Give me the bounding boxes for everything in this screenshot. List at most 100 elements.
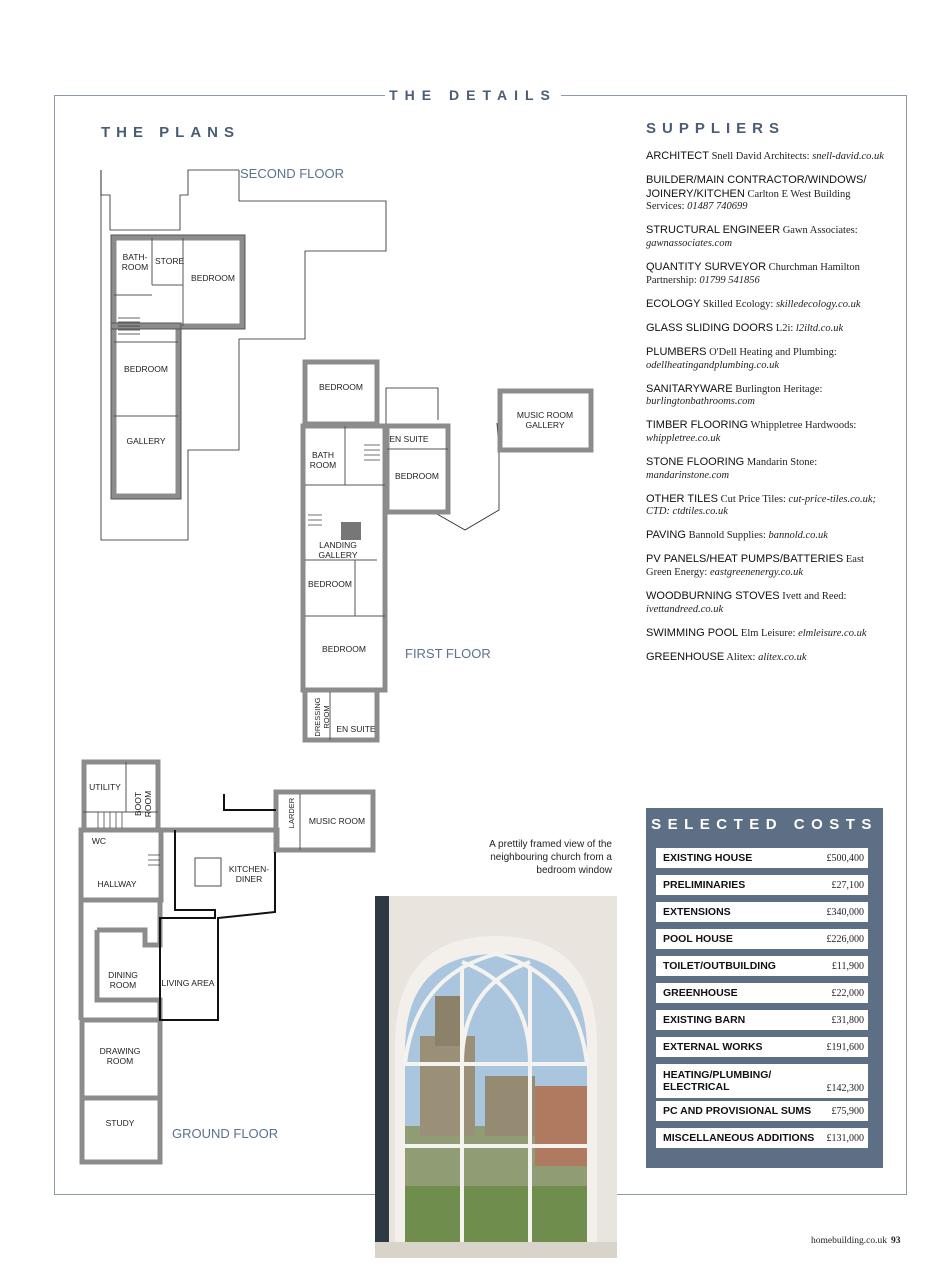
supplier-contact: eastgreenenergy.co.uk (709, 567, 804, 579)
room-label: GALLERY (126, 436, 166, 446)
supplier-name: Gawn Associates: (782, 225, 858, 237)
cost-row: PRELIMINARIES£27,100 (656, 875, 868, 895)
supplier-contact: elmleisure.co.uk (798, 627, 867, 639)
supplier-contact: 01799 541856 (699, 274, 760, 286)
room-label: EN SUITE (336, 724, 376, 734)
supplier-name: L2i: (775, 322, 794, 334)
supplier-entry: SWIMMING POOL Elm Leisure: elmleisure.co… (646, 627, 891, 641)
cost-label: EXISTING HOUSE (663, 852, 753, 864)
supplier-entry: QUANTITY SURVEYOR Churchman Hamilton Par… (646, 261, 891, 287)
room-label: LARDER (287, 797, 296, 829)
supplier-role: PV PANELS/HEAT PUMPS/BATTERIES (646, 553, 844, 566)
room-label: BOOT ROOM (133, 790, 153, 818)
supplier-entry: WOODBURNING STOVES Ivett and Reed: ivett… (646, 590, 891, 616)
supplier-entry: ARCHITECT Snell David Architects: snell-… (646, 150, 891, 164)
supplier-contact: ivettandreed.co.uk (646, 603, 724, 615)
cost-label: EXTERNAL WORKS (663, 1041, 763, 1053)
supplier-role: GREENHOUSE (646, 650, 725, 663)
cost-label: HEATING/PLUMBING/ ELECTRICAL (663, 1069, 772, 1093)
supplier-name: Elm Leisure: (740, 627, 796, 639)
section-title: THE DETAILS (385, 84, 561, 106)
supplier-entry: STRUCTURAL ENGINEER Gawn Associates: gaw… (646, 224, 891, 250)
cost-row: EXTERNAL WORKS£191,600 (656, 1037, 868, 1057)
cost-row: MISCELLANEOUS ADDITIONS£131,000 (656, 1128, 868, 1148)
supplier-contact: whippletree.co.uk (646, 432, 721, 444)
supplier-entry: OTHER TILES Cut Price Tiles: cut-price-t… (646, 493, 891, 519)
costs-heading: SELECTED COSTS (651, 816, 878, 833)
cost-amount: £31,800 (831, 1014, 865, 1026)
room-label: BEDROOM (191, 273, 235, 283)
cost-amount: £75,900 (831, 1105, 865, 1117)
supplier-name: East Green Energy: (646, 554, 864, 579)
supplier-name: Cut Price Tiles: (720, 493, 786, 505)
supplier-contact: mandarinstone.com (646, 469, 730, 481)
supplier-name: Churchman Hamilton Partnership: (646, 262, 860, 286)
ground-floor-label: GROUND FLOOR (172, 1126, 279, 1141)
supplier-entry: PAVING Bannold Supplies: bannold.co.uk (646, 529, 891, 543)
supplier-contact: odellheatingandplumbing.co.uk (646, 359, 779, 371)
supplier-name: Ivett and Reed: (782, 591, 847, 603)
supplier-contact: snell-david.co.uk (812, 151, 884, 162)
room-label: BEDROOM (395, 471, 439, 481)
room-label: BEDROOM (124, 364, 168, 374)
cost-amount: £11,900 (831, 960, 864, 972)
room-label: BEDROOM (308, 579, 352, 589)
supplier-role: WOODBURNING STOVES (646, 590, 780, 603)
supplier-role: ARCHITECT (646, 150, 709, 162)
supplier-entry: SANITARYWARE Burlington Heritage: burlin… (646, 383, 891, 409)
room-label: KITCHEN-DINER (228, 864, 270, 884)
supplier-entry: PV PANELS/HEAT PUMPS/BATTERIES East Gree… (646, 553, 891, 579)
cost-label: MISCELLANEOUS ADDITIONS (663, 1132, 815, 1144)
suppliers-list: ARCHITECT Snell David Architects: snell-… (646, 150, 891, 675)
cost-amount: £500,400 (826, 852, 865, 864)
cost-row: TOILET/OUTBUILDING £11,900 (656, 956, 868, 976)
supplier-name: Snell David Architects: (711, 151, 810, 162)
supplier-contact: alitex.co.uk (758, 651, 807, 663)
room-label: HALLWAY (97, 879, 137, 889)
cost-amount: £226,000 (826, 933, 865, 945)
cost-row: EXTENSIONS £340,000 (656, 902, 868, 922)
cost-row: HEATING/PLUMBING/ ELECTRICAL £142,300 (656, 1064, 868, 1098)
cost-row: POOL HOUSE £226,000 (656, 929, 868, 949)
cost-amount: £142,300 (826, 1083, 865, 1094)
room-label: MUSIC ROOM (308, 816, 366, 826)
supplier-role: GLASS SLIDING DOORS (646, 321, 774, 334)
second-floor-label: SECOND FLOOR (240, 166, 345, 181)
supplier-entry: ECOLOGY Skilled Ecology: skilledecology.… (646, 298, 891, 312)
supplier-contact: cut-price-tiles.co.uk; CTD: ctdtiles.co.… (646, 493, 877, 518)
supplier-entry: GREENHOUSE Alitex: alitex.co.uk (646, 651, 891, 665)
cost-label: GREENHOUSE (663, 987, 738, 999)
supplier-entry: STONE FLOORING Mandarin Stone: mandarins… (646, 456, 891, 482)
supplier-role: PAVING (646, 529, 686, 542)
cost-row: EXISTING HOUSE £500,400 (656, 848, 868, 868)
floor-plans-drawing (78, 169, 594, 1165)
photo-caption: A prettily framed view of the neighbouri… (489, 839, 612, 876)
supplier-contact: bannold.co.uk (768, 530, 828, 542)
cost-label: PRELIMINARIES (663, 879, 746, 891)
cost-label: EXISTING BARN (663, 1014, 746, 1026)
supplier-role: BUILDER/MAIN CONTRACTOR/WINDOWS/ JOINERY… (646, 174, 867, 200)
supplier-entry: GLASS SLIDING DOORS L2i: l2iltd.co.uk (646, 322, 891, 336)
supplier-entry: BUILDER/MAIN CONTRACTOR/WINDOWS/ JOINERY… (646, 174, 891, 214)
room-label: EN SUITE (389, 434, 429, 444)
cost-label: POOL HOUSE (663, 933, 733, 945)
supplier-name: Carlton E West Building Services: (646, 188, 851, 213)
supplier-contact: burlingtonbathrooms.com (646, 396, 755, 408)
supplier-entry: TIMBER FLOORING Whippletree Hardwoods: w… (646, 419, 891, 445)
room-label: BEDROOM (319, 382, 363, 392)
cost-label: TOILET/OUTBUILDING (663, 960, 776, 972)
supplier-role: PLUMBERS (646, 345, 707, 358)
supplier-contact: 01487 740699 (687, 201, 748, 213)
supplier-role: TIMBER FLOORING (646, 419, 749, 432)
supplier-name: Burlington Heritage: (735, 383, 823, 395)
cost-amount: £340,000 (826, 906, 865, 918)
supplier-name: Mandarin Stone: (746, 457, 818, 468)
plans-heading: THE PLANS (101, 124, 241, 141)
cost-label: EXTENSIONS (663, 906, 731, 918)
room-label: BEDROOM (322, 644, 366, 654)
supplier-contact: l2iltd.co.uk (795, 322, 844, 334)
